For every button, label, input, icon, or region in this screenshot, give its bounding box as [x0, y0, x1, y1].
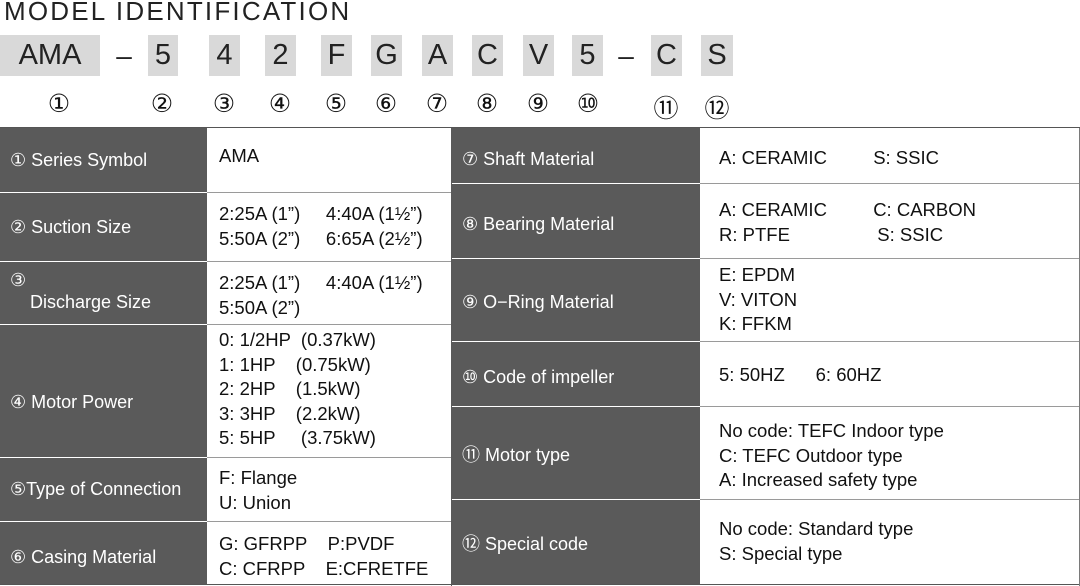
code-number: ⑨ — [526, 89, 550, 118]
code-number: ⑥ — [374, 89, 398, 118]
code-number: ⑪ — [653, 94, 679, 123]
row-label-casing-material: ⑥ Casing Material — [0, 522, 207, 584]
row-divider — [207, 521, 451, 522]
row-value-discharge-size: 2:25A (1”) 4:40A (1½”) 5:50A (2”) — [207, 262, 451, 324]
code-number: ⑦ — [425, 89, 449, 118]
row-label-special-code: ⑫ Special code — [452, 500, 700, 584]
code-segment-casing: G — [371, 35, 402, 76]
row-value-motor-power: 0: 1/2HP (0.37kW) 1: 1HP (0.75kW) 2: 2HP… — [207, 325, 451, 457]
code-number: ③ — [212, 89, 236, 118]
row-divider — [207, 324, 451, 325]
row-value-special-code: No code: Standard type S: Special type — [700, 500, 1080, 584]
row-value-shaft-material: A: CERAMIC S: SSIC — [700, 128, 1080, 183]
code-segment-series: AMA — [0, 35, 100, 76]
code-segment-motor-type: C — [651, 35, 682, 76]
code-segment-discharge: 4 — [209, 35, 240, 76]
code-number: ⑧ — [475, 89, 499, 118]
row-divider — [207, 457, 451, 458]
row-value-casing-material: G: GFRPP P:PVDF C: CFRPP E:CFRETFE — [207, 522, 451, 584]
code-segment-special: S — [701, 35, 733, 76]
row-label-type-of-connection: ⑤Type of Connection — [0, 458, 207, 521]
row-value-code-of-impeller: 5: 50HZ 6: 60HZ — [700, 342, 1080, 406]
code-segment-connection: F — [321, 35, 352, 76]
row-label-series-symbol: ① Series Symbol — [0, 128, 207, 192]
code-number: ④ — [268, 89, 292, 118]
row-value-series-symbol: AMA — [207, 128, 451, 192]
code-number: ⑤ — [324, 89, 348, 118]
row-divider — [207, 261, 451, 262]
row-label-shaft-material: ⑦ Shaft Material — [452, 128, 700, 183]
code-separator: – — [618, 39, 634, 71]
row-divider — [207, 192, 451, 193]
row-value-oring-material: E: EPDM V: VITON K: FFKM — [700, 259, 1080, 341]
row-divider — [700, 183, 1080, 184]
code-segment-impeller: 5 — [572, 35, 603, 76]
code-number: ⑫ — [704, 94, 730, 123]
row-label-motor-power: ④ Motor Power — [0, 325, 207, 457]
row-divider — [700, 406, 1080, 407]
row-label-motor-type: ⑪ Motor type — [452, 407, 700, 499]
code-segment-bearing: C — [472, 35, 503, 76]
code-number: ① — [47, 89, 71, 118]
code-number: ⑩ — [576, 89, 600, 118]
row-divider — [700, 499, 1080, 500]
code-separator: – — [116, 39, 132, 71]
column-divider — [451, 128, 452, 586]
identification-table: ① Series Symbol ② Suction Size ③ Dischar… — [0, 127, 1080, 586]
row-label-bearing-material: ⑧ Bearing Material — [452, 184, 700, 258]
row-value-motor-type: No code: TEFC Indoor type C: TEFC Outdoo… — [700, 407, 1080, 499]
code-segment-motor-power: 2 — [265, 35, 296, 76]
code-segment-suction: 5 — [148, 35, 178, 76]
row-value-bearing-material: A: CERAMIC C: CARBON R: PTFE S: SSIC — [700, 184, 1080, 258]
row-value-suction-size: 2:25A (1”) 4:40A (1½”) 5:50A (2”) 6:65A … — [207, 193, 451, 261]
code-segment-oring: V — [523, 35, 554, 76]
row-label-discharge-size: ③ Discharge Size — [0, 262, 207, 324]
row-label-suction-size: ② Suction Size — [0, 193, 207, 261]
code-number: ② — [150, 89, 174, 118]
code-segment-shaft: A — [422, 35, 453, 76]
row-label-code-of-impeller: ⑩ Code of impeller — [452, 342, 700, 406]
row-label-oring-material: ⑨ O−Ring Material — [452, 259, 700, 341]
row-value-type-of-connection: F: Flange U: Union — [207, 458, 451, 521]
row-divider — [700, 341, 1080, 342]
page-title: MODEL IDENTIFICATION — [4, 0, 352, 26]
row-divider — [700, 258, 1080, 259]
